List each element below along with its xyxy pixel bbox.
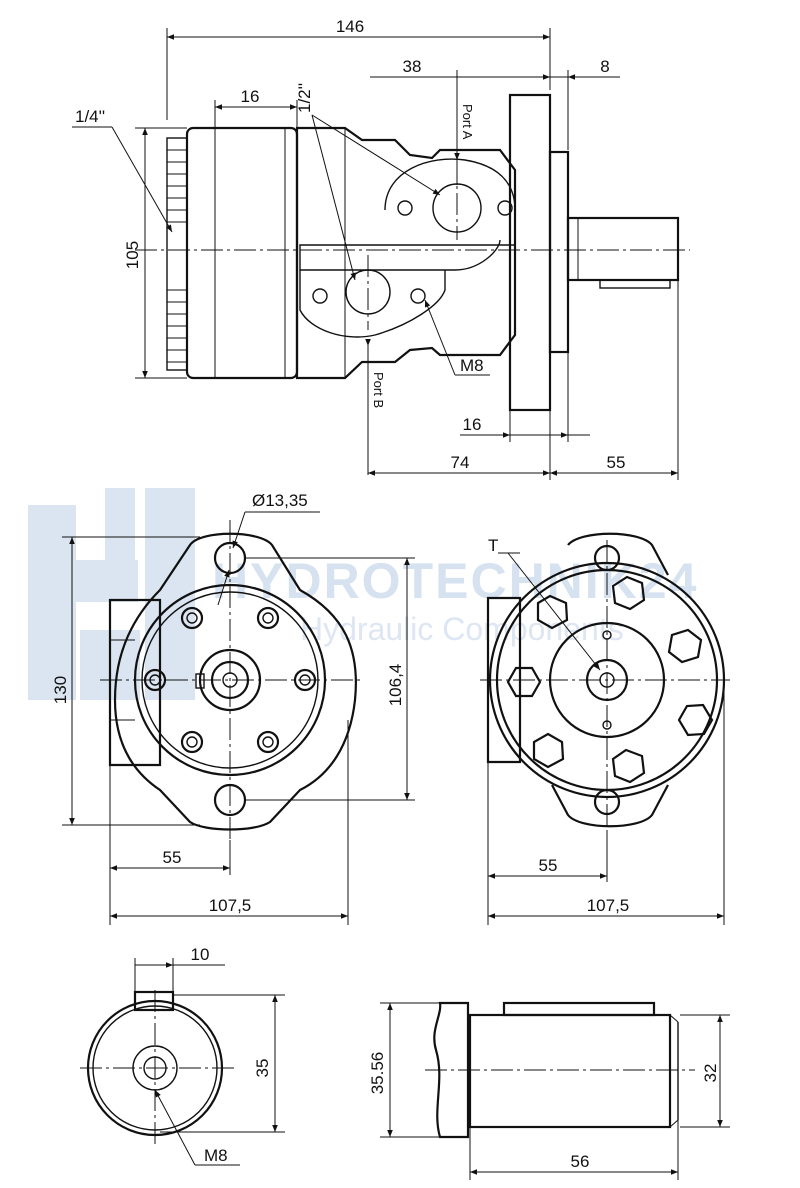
shaft (566, 216, 680, 282)
dim-overall-length: 146 (336, 17, 364, 36)
dim-flange-offset: 16 (463, 415, 482, 434)
front-view: Ø13,35 130 106,4 55 107,5 (51, 491, 415, 925)
watermark-logo (28, 488, 195, 700)
watermark: HYDROTECHNIK24 Hydraulic Components (28, 488, 698, 700)
motor-body (295, 126, 517, 380)
dim-rear-half-width: 55 (539, 856, 558, 875)
dim-housing-width: 16 (241, 87, 260, 106)
dim-key-height: 32 (701, 1064, 720, 1083)
dim-body-to-flange: 74 (451, 453, 470, 472)
dim-front-width: 107,5 (209, 896, 252, 915)
dim-bolt-pitch: 106,4 (386, 664, 405, 707)
port-a-boss (299, 158, 516, 271)
label-thread-left: 1/4'' (75, 107, 105, 126)
label-port-a: Port A (460, 104, 475, 140)
dim-flange-thickness: 8 (600, 57, 609, 76)
shaft-key-side (502, 1001, 656, 1017)
label-hole-diameter: Ø13,35 (252, 491, 308, 510)
shaft-key (133, 990, 175, 1012)
dim-shaft-length: 56 (571, 1152, 590, 1171)
label-bolt-thread: M8 (460, 356, 484, 375)
watermark-tagline: Hydraulic Components (300, 611, 624, 647)
front-flange (113, 532, 357, 831)
dim-front-height: 130 (51, 676, 70, 704)
label-tank: T (488, 536, 498, 555)
shaft-end-view: 10 35 M8 (80, 945, 285, 1166)
label-center-thread: M8 (204, 1146, 228, 1165)
dim-key-width: 10 (191, 945, 210, 964)
side-view: 146 38 8 16 105 1/4'' 1/2'' Port A (72, 17, 690, 480)
dim-shaft-height: 35 (253, 1059, 272, 1078)
label-thread-ports: 1/2'' (295, 83, 314, 113)
dim-height: 105 (123, 241, 142, 269)
dim-shaft-length: 55 (607, 453, 626, 472)
shaft-body (468, 1013, 672, 1129)
shaft-collar (433, 1001, 470, 1139)
dim-rear-width: 107,5 (587, 896, 630, 915)
watermark-brand: HYDROTECHNIK24 (212, 553, 698, 609)
dim-front-half-width: 55 (163, 848, 182, 867)
side-block (108, 598, 162, 767)
end-cap (185, 126, 299, 380)
rear-side-block (486, 596, 522, 764)
rear-hex-bolts (506, 575, 714, 784)
knurled-ring (166, 137, 188, 371)
rear-flange (551, 532, 669, 828)
dim-shaft-diameter: 35.56 (368, 1052, 387, 1095)
label-port-b: Port B (371, 372, 386, 408)
dim-port-pitch: 38 (403, 57, 422, 76)
pilot (548, 150, 570, 354)
shaft-side-view: 35.56 32 56 (368, 1001, 730, 1180)
port-b-boss (299, 270, 446, 338)
rear-view: T 55 107,5 (480, 532, 730, 925)
